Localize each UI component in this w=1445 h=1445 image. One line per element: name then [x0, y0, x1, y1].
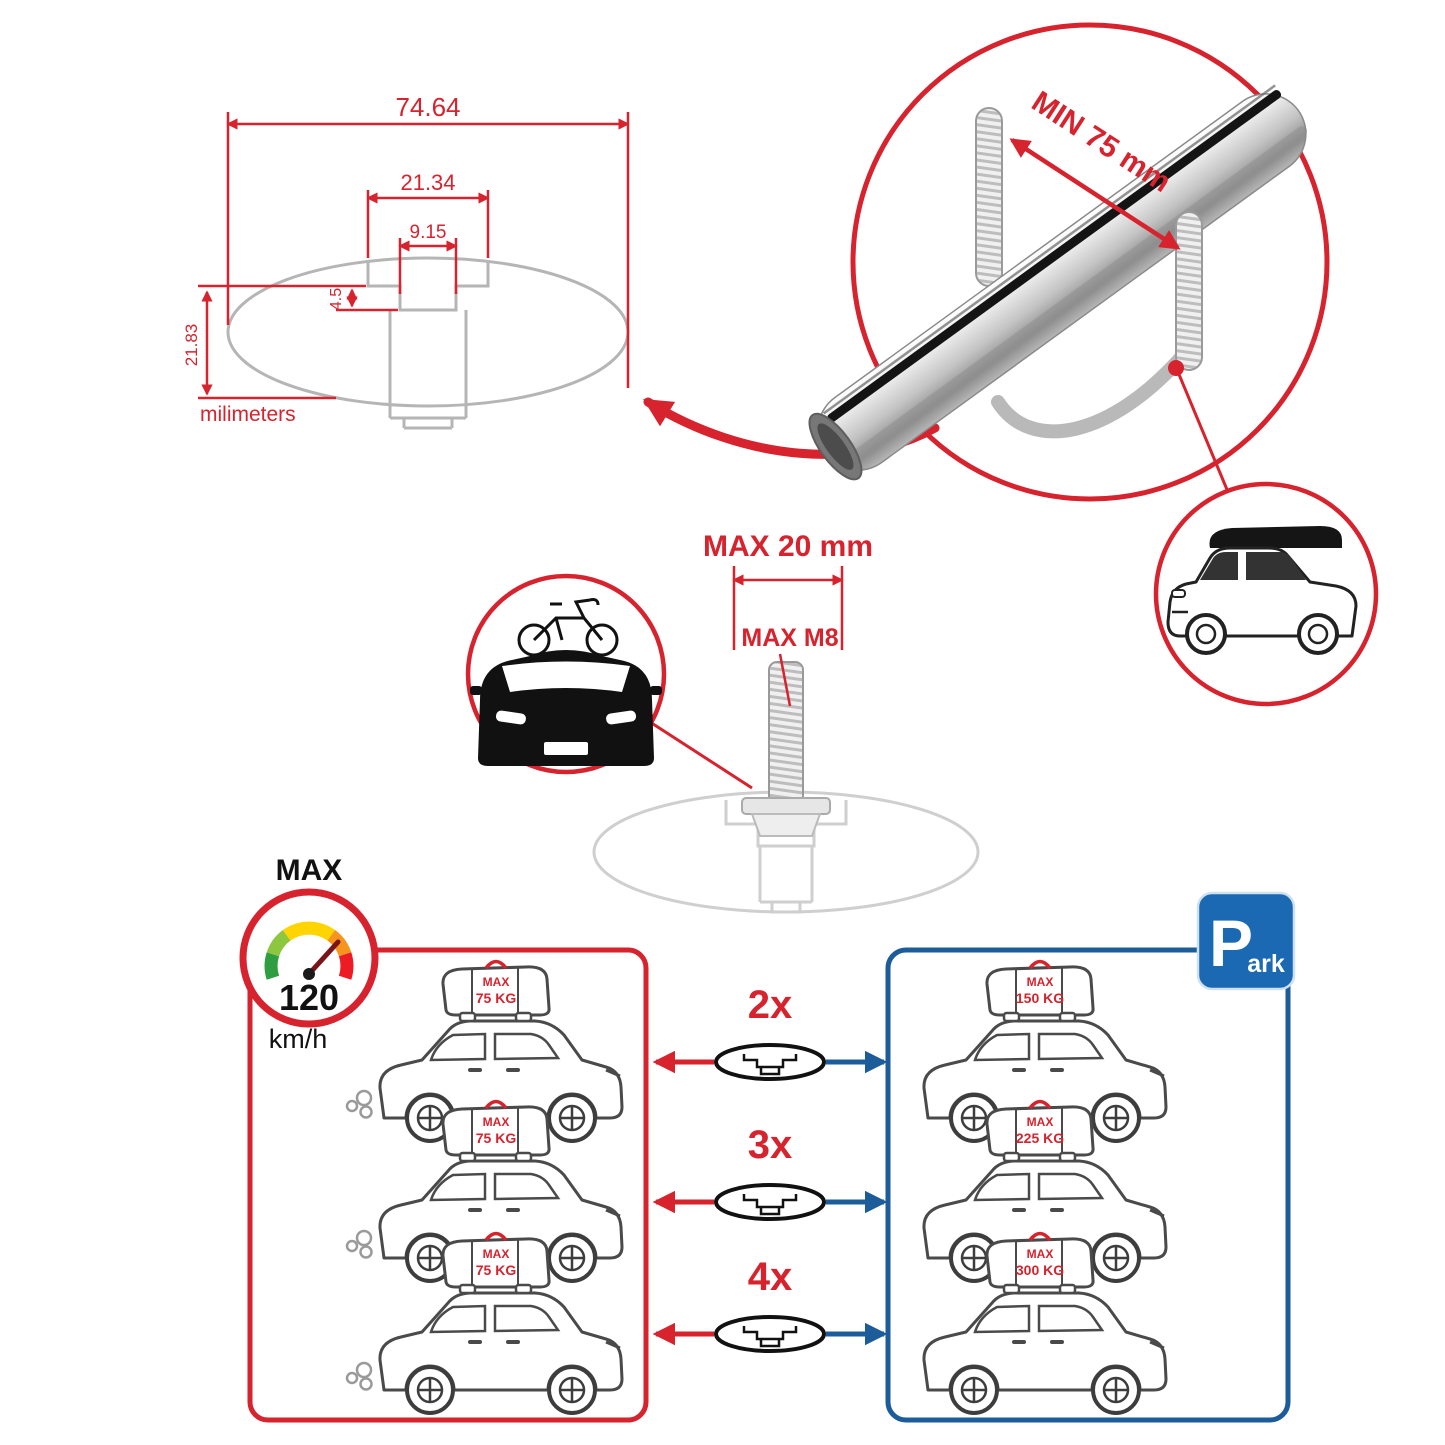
gauge-needle-icon: [306, 939, 341, 977]
dim-slot-depth: 4.5: [328, 288, 345, 310]
cross-section-diagram: 74.64 21.34 9.15 4.5 21.83 milimeters: [182, 92, 630, 430]
parking-panel-border: [885, 947, 1291, 1423]
cargo-capacity: 75 KG: [476, 1130, 517, 1146]
gauge-pivot-icon: [303, 968, 315, 980]
u-bolt-rod-left-icon: [975, 107, 1003, 287]
bar-count-label: 3x: [748, 1123, 793, 1167]
cargo-capacity: 225 KG: [1016, 1130, 1064, 1146]
cargo-capacity: 75 KG: [476, 990, 517, 1006]
bar-count-label: 4x: [748, 1255, 793, 1299]
cargo-label: MAX: [483, 975, 510, 989]
speed-units: km/h: [269, 1024, 328, 1054]
crossbar-section-icon: [714, 1315, 826, 1353]
dim-slot-width: 9.15: [410, 222, 447, 243]
dim-channel-width: 21.34: [400, 170, 455, 195]
u-bolt-rod-right-icon: [1175, 211, 1203, 371]
roofbox-car-badge: [1153, 481, 1379, 707]
max-thread-label: MAX M8: [741, 624, 838, 652]
speed-limit-gauge: MAX 120 km/h: [239, 854, 379, 1054]
dim-profile-height: 21.83: [182, 324, 201, 367]
speed-value: 120: [279, 977, 339, 1018]
parking-suffix: ark: [1247, 950, 1285, 978]
cargo-label: MAX: [1027, 1115, 1054, 1129]
parking-sign: P ark: [1196, 891, 1296, 991]
bicycle-icon: [517, 598, 619, 657]
driving-panel-border: [247, 947, 649, 1423]
clamp-inset: MIN 75 mm: [643, 22, 1330, 502]
crossbar-section-icon: [714, 1043, 826, 1081]
max-length-label: MAX 20 mm: [703, 530, 873, 563]
min-span-arrow: [1009, 138, 1181, 250]
roofbox-car-icon: [1166, 526, 1358, 655]
cargo-capacity: 75 KG: [476, 1262, 517, 1278]
dimension-lines: [198, 112, 630, 400]
cargo-capacity: 300 KG: [1016, 1262, 1064, 1278]
driving-panel-cars: MAX 75 KG MAX 75 KG MAX 75 KG: [345, 959, 624, 1415]
u-bolt-curve-icon: [991, 345, 1193, 439]
t-nut-wedge-icon: [750, 813, 822, 837]
bolt-dimension-lines: [732, 566, 844, 707]
parking-panel-cars: MAX 150 KG MAX 225 KG MAX 300 KG: [921, 959, 1168, 1415]
cargo-label: MAX: [1027, 975, 1054, 989]
bike-car-badge: [465, 573, 667, 775]
cargo-label: MAX: [483, 1247, 510, 1261]
parking-letter: P: [1209, 906, 1253, 980]
dim-total-width: 74.64: [395, 92, 460, 122]
units-label: milimeters: [200, 403, 296, 426]
clamp-point-dot-icon: [1168, 360, 1184, 376]
cargo-label: MAX: [1027, 1247, 1054, 1261]
crossbar-section-icon: [714, 1183, 826, 1221]
motion-puffs-icon: [345, 1229, 373, 1259]
bar-count-column: 2x 3x 4x: [652, 983, 888, 1353]
cargo-capacity: 150 KG: [1016, 990, 1064, 1006]
motion-puffs-icon: [345, 1089, 373, 1119]
cargo-label: MAX: [483, 1115, 510, 1129]
bolt-diagram: MAX 20 mm MAX M8: [592, 530, 980, 914]
car-front-icon: [470, 650, 662, 766]
parking-sign-plate: [1196, 891, 1296, 991]
speed-max-label: MAX: [276, 854, 343, 887]
t-nut-icon: [741, 797, 831, 815]
badge-connector-line: [1176, 371, 1230, 493]
motion-puffs-icon: [345, 1361, 373, 1391]
bar-count-label: 2x: [748, 983, 793, 1027]
bike-badge-connector-line: [649, 720, 753, 790]
gauge-circle: [239, 888, 379, 1028]
